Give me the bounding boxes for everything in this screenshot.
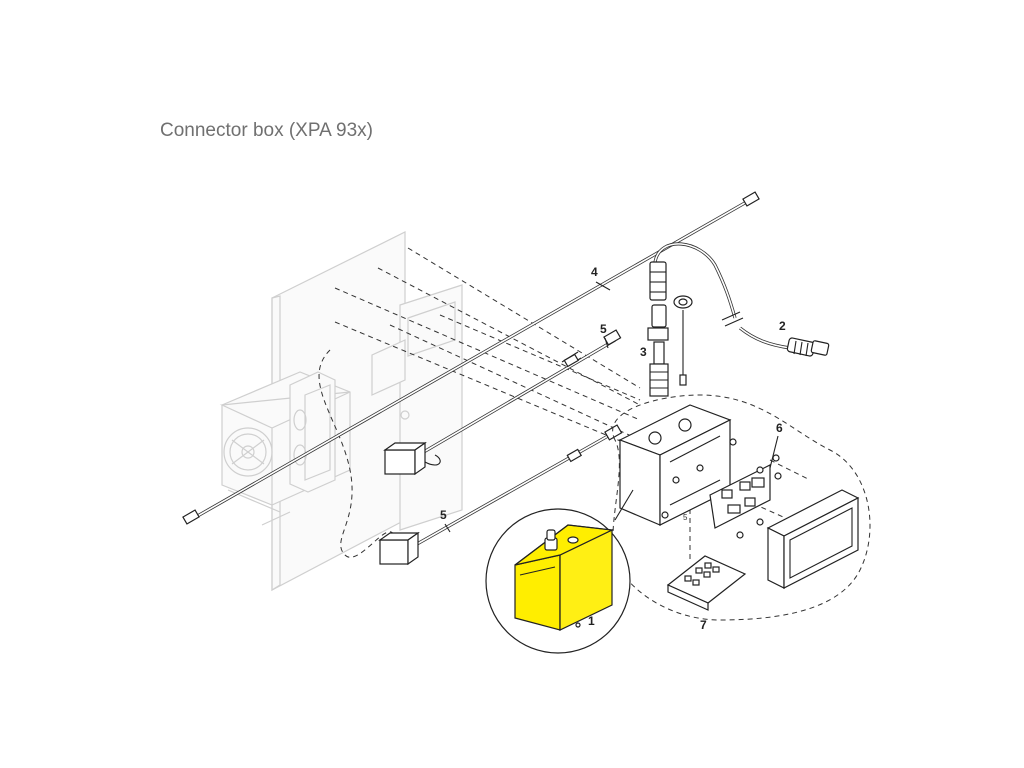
small-label: 5 <box>683 513 688 522</box>
callout-3: 3 <box>640 345 647 359</box>
open-enclosure <box>618 404 737 526</box>
callout-1: 1 <box>588 614 595 628</box>
cable-gland-connector <box>647 261 693 397</box>
connector-box-front <box>514 554 561 631</box>
connector-box-detail <box>485 489 634 654</box>
valve-plug-cable-lower <box>378 424 623 566</box>
valve-plug-cable-upper <box>383 329 622 476</box>
callout-5-upper: 5 <box>600 322 607 336</box>
callout-labels: 4 2 3 5 5 6 7 1 5 <box>440 265 786 632</box>
callout-6: 6 <box>776 421 783 435</box>
keypad <box>666 555 747 611</box>
diagram-title: Connector box (XPA 93x) <box>160 120 373 141</box>
callout-7: 7 <box>700 618 707 632</box>
callout-2: 2 <box>779 319 786 333</box>
ghosted-machine <box>219 231 463 592</box>
assembly-guide-lines <box>318 247 811 560</box>
signal-cable <box>653 242 830 357</box>
callout-5-lower: 5 <box>440 508 447 522</box>
enclosure-lid <box>766 489 860 589</box>
callout-4: 4 <box>591 265 598 279</box>
circuit-board <box>709 454 782 539</box>
